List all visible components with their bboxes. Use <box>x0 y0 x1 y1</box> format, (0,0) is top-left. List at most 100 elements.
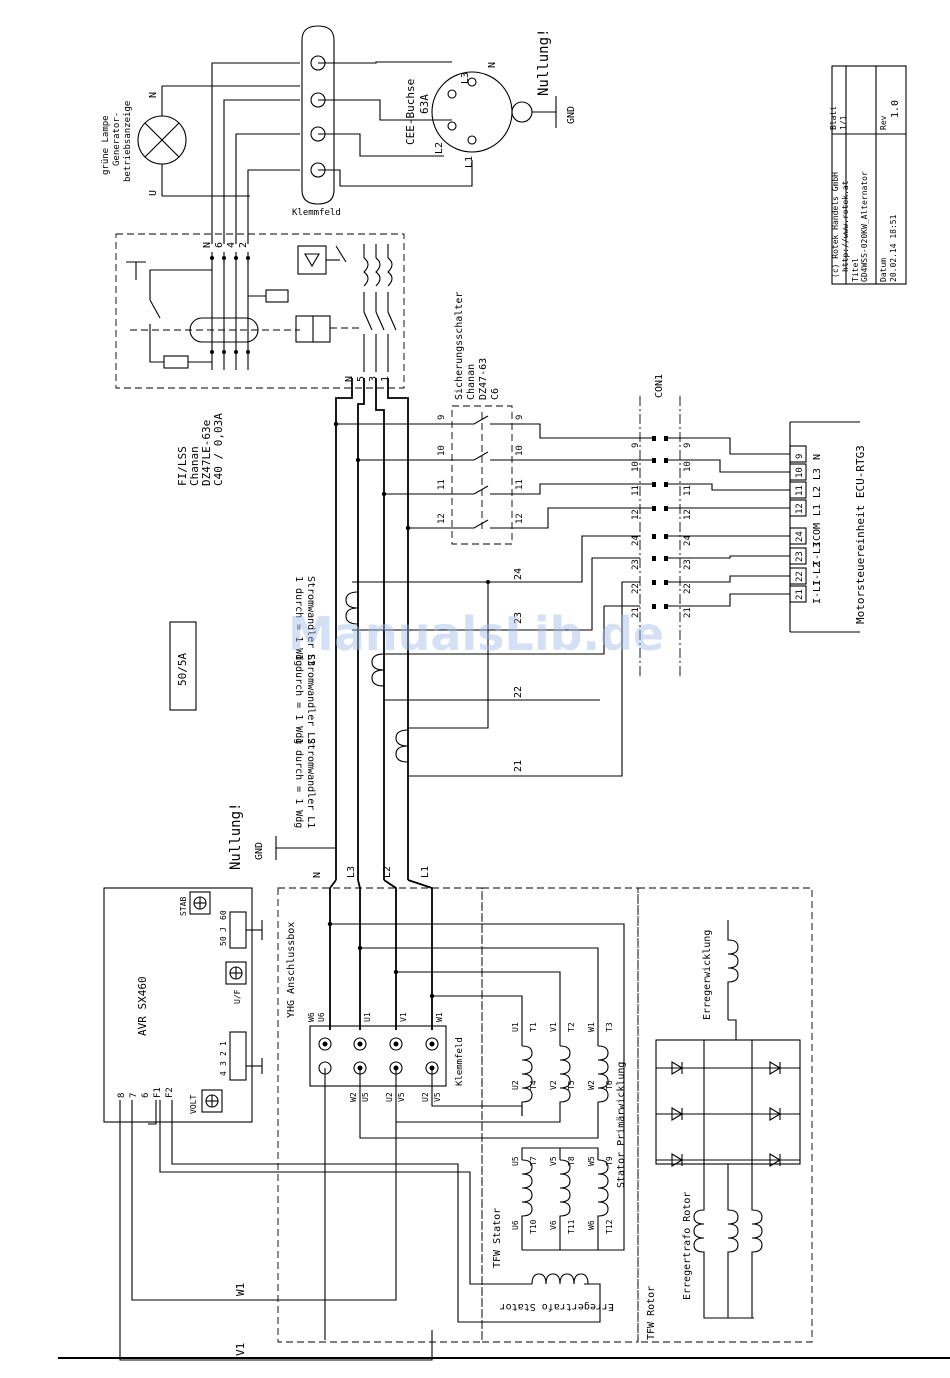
yhg-top-w6: W6 <box>307 1012 316 1022</box>
stator-primary-label: Stator Primärwicklung <box>616 1062 627 1188</box>
ecu-pin-l2: L2 <box>812 486 823 498</box>
con1-l-10: 10 <box>631 461 641 472</box>
st-t7: T7 <box>529 1156 538 1166</box>
rotor-label: TFW Rotor <box>646 1286 657 1340</box>
con1-l-12: 12 <box>631 509 641 520</box>
stator: TFW Stator Stator Primärwicklung U1 T1 V… <box>481 887 639 1343</box>
phase-l3-label: L3 <box>346 866 357 878</box>
con1-r-11: 11 <box>683 485 693 496</box>
sich-in-11: 11 <box>437 479 447 490</box>
ecu-pin-l1: L1 <box>812 504 823 516</box>
datum-value: 20.02.14 18:51 <box>889 214 898 282</box>
ecu-pin-il1: I-L1 <box>812 580 823 604</box>
con1-r-23: 23 <box>683 559 693 570</box>
fi-bot-5: 5 <box>356 376 367 382</box>
st-w1: W1 <box>587 1022 596 1032</box>
phase-n-label: N <box>312 872 323 878</box>
sich-label-1: Sicherungsschalter <box>454 292 465 400</box>
main-conductors: N L3 L2 L1 Nullung! GND <box>228 378 433 1030</box>
avr-term-6: 6 <box>141 1093 151 1098</box>
klemmfeld-top-label: Klemmfeld <box>292 208 341 218</box>
fi-label-3: DZ47LE-63e <box>200 420 213 486</box>
con1-l-21: 21 <box>631 607 641 618</box>
stator-secondary-coils <box>521 1147 609 1251</box>
ct-l1-line1: Stromwandler L1 <box>305 738 316 828</box>
avr-term-f2: F2 <box>165 1087 175 1098</box>
wire-21: 21 <box>513 760 524 772</box>
yhg-label: YHG Anschlussbox <box>286 922 297 1018</box>
avr-term-f1: F1 <box>153 1087 163 1098</box>
yhg-bot-v5: V5 <box>397 1092 406 1102</box>
st-w2: W2 <box>587 1080 596 1090</box>
cee-pin-l2: L2 <box>434 142 445 154</box>
avr-sense-3: 3 <box>219 1061 228 1066</box>
con1-l-9: 9 <box>631 443 641 448</box>
blatt-value: 1/1 <box>839 115 848 130</box>
avr-uf: U/F <box>233 989 242 1004</box>
ct-l3-line1: Stromwandler L3 <box>305 576 316 666</box>
st-t12: T12 <box>605 1219 614 1234</box>
cee-pin-l3: L3 <box>460 72 471 84</box>
st-v2: V2 <box>549 1080 558 1090</box>
ecu-pin-il3: I-L3 <box>812 542 823 566</box>
st-t4: T4 <box>529 1080 538 1090</box>
yhg-bot-w2: W2 <box>349 1092 358 1102</box>
con1-r-22: 22 <box>683 583 693 594</box>
con1-r-12: 12 <box>683 509 693 520</box>
ct-l2-line2: 1 durch = 1 Wdg <box>293 654 304 744</box>
current-transformers: 24 23 22 21 Stromwandler L3 1 durch = 1 … <box>169 535 640 828</box>
miniature-breaker: Sicherungsschalter Chanan DZ47-63 C6 9 1… <box>437 292 652 545</box>
ecu-pin-icom: ICOM <box>812 523 823 547</box>
avr-model: AVR SX460 <box>136 976 149 1036</box>
titel-label: Titel <box>851 258 860 282</box>
wire-23: 23 <box>513 612 524 624</box>
con1-r-10: 10 <box>683 461 693 472</box>
rev-label: Rev <box>879 115 888 130</box>
blatt-label: Blatt <box>829 106 838 130</box>
erreger-label: Erregerwicklung <box>702 930 713 1020</box>
titel-value: GD4WSS-020KW_Alternator <box>860 171 869 282</box>
erregertrafo-rotor-label: Erregertrafo Rotor <box>682 1192 693 1300</box>
con1-label: CON1 <box>654 374 665 398</box>
con1-l-24: 24 <box>631 535 641 546</box>
rev-value: 1.0 <box>890 100 901 118</box>
st-u1: U1 <box>511 1022 520 1032</box>
st-v6: V6 <box>549 1220 558 1230</box>
ecu-pin-n: N <box>812 454 823 460</box>
st-w6: W6 <box>587 1220 596 1230</box>
ecu-pin-l3: L3 <box>812 468 823 480</box>
st-t3: T3 <box>605 1022 614 1032</box>
yhg-top-w1: W1 <box>435 1012 444 1022</box>
yhg-bot-u2b: U2 <box>421 1092 430 1102</box>
yhg-klemmfeld: Klemmfeld <box>455 1037 465 1086</box>
stator-primary-coils <box>521 1045 609 1116</box>
st-t10: T10 <box>529 1219 538 1234</box>
top-terminal-block: Klemmfeld <box>211 25 473 244</box>
avr-sense-4: 4 <box>219 1071 228 1076</box>
st-t9: T9 <box>605 1156 614 1166</box>
avr-term-7: 7 <box>129 1093 139 1098</box>
fi-label-4: C40 / 0,03A <box>212 413 225 486</box>
avr-sense-2: 2 <box>219 1051 228 1056</box>
con1-l-22: 22 <box>631 583 641 594</box>
fi-label-1: FI/LSS <box>176 446 189 486</box>
ct-l3-line2: 1 durch = 1 Wdg <box>293 576 304 666</box>
avr-freq-50: 50 <box>219 936 228 946</box>
avr-freq-60: 60 <box>219 910 228 920</box>
ct-ratio: 50/5A <box>176 653 189 686</box>
st-v5: V5 <box>549 1156 558 1166</box>
cee-nullung: Nullung! <box>536 29 552 96</box>
con1-pins <box>652 436 668 609</box>
phase-l1-label: L1 <box>420 866 431 878</box>
sich-in-12: 12 <box>437 513 447 524</box>
sich-in-9: 9 <box>437 415 447 420</box>
yhg-top-v1: V1 <box>399 1012 408 1022</box>
ecu-unit: 9 10 11 12 24 23 22 21 N L3 L2 L1 ICOM I… <box>789 421 867 633</box>
ecu-label: Motorsteuereinheit ECU-RTG3 <box>854 445 867 624</box>
fi-lss-breaker: N 6 4 2 <box>115 233 405 486</box>
fi-top-n: N <box>202 242 213 248</box>
datum-label: Datum <box>879 258 888 282</box>
yhg-bot-v5b: V5 <box>433 1092 442 1102</box>
cee-gnd: GND <box>566 106 577 124</box>
cee-pin-n: N <box>487 62 498 68</box>
